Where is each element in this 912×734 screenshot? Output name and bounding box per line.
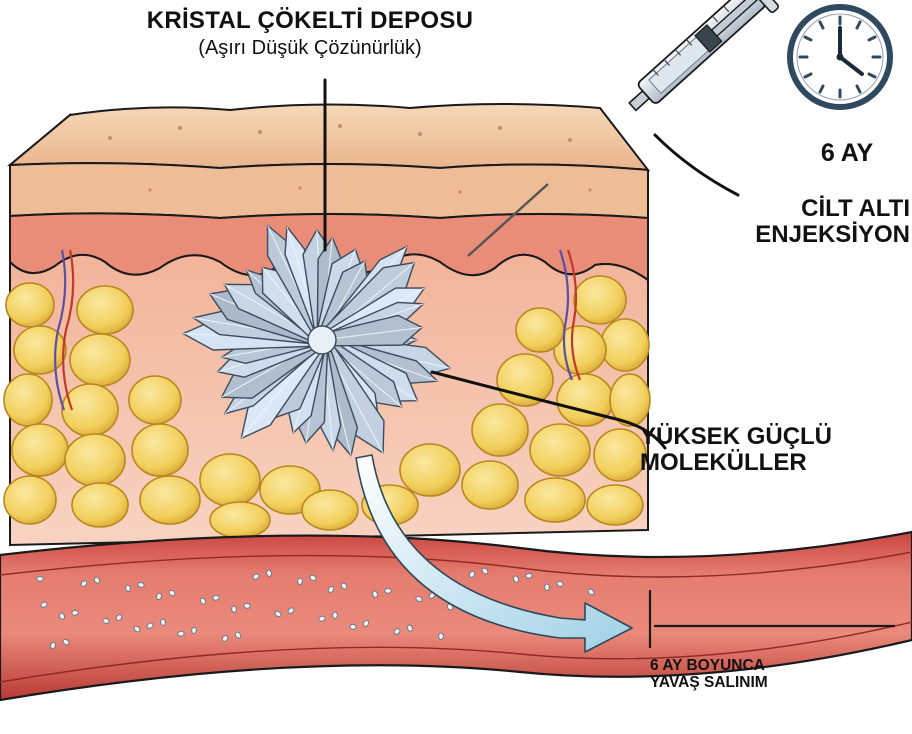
injection-label: CİLT ALTI ENJEKSİYON xyxy=(712,196,910,248)
molecules-label: YÜKSEK GÜÇLÜ MOLEKÜLLER xyxy=(640,424,890,476)
release-label-line1: 6 AY BOYUNCA xyxy=(650,658,850,675)
release-label-line2: YAVAŞ SALINIM xyxy=(650,675,850,692)
diagram-subtitle: (Aşırı Düşük Çözünürlük) xyxy=(70,38,550,60)
molecule-particle xyxy=(349,624,356,630)
molecule-particle xyxy=(545,584,550,590)
molecule-particle xyxy=(438,633,443,640)
diagram-title: KRİSTAL ÇÖKELTİ DEPOSU xyxy=(70,8,550,34)
clock-icon xyxy=(790,7,890,107)
duration-label: 6 AY xyxy=(792,140,902,167)
molecule-particle xyxy=(178,631,185,637)
molecule-particle xyxy=(243,603,250,609)
molecule-particle xyxy=(231,606,237,613)
molecule-particle xyxy=(297,578,303,585)
epidermis-layer xyxy=(10,163,648,218)
molecules-label-line1: YÜKSEK GÜÇLÜ xyxy=(640,424,890,450)
molecule-particle xyxy=(332,612,337,619)
molecule-particle xyxy=(125,585,130,592)
molecule-particle xyxy=(526,573,533,578)
epidermis-top xyxy=(10,104,648,170)
injection-label-line2: ENJEKSİYON xyxy=(712,222,910,248)
molecule-particle xyxy=(37,576,43,581)
release-label: 6 AY BOYUNCA YAVAŞ SALINIM xyxy=(650,658,850,691)
leader-injection xyxy=(655,135,738,195)
molecule-particle xyxy=(160,619,166,626)
molecules-label-line2: MOLEKÜLLER xyxy=(640,450,890,476)
molecule-particle xyxy=(385,588,392,593)
molecule-particle xyxy=(72,610,79,615)
crystal-core xyxy=(308,326,336,354)
injection-label-line1: CİLT ALTI xyxy=(712,196,910,222)
